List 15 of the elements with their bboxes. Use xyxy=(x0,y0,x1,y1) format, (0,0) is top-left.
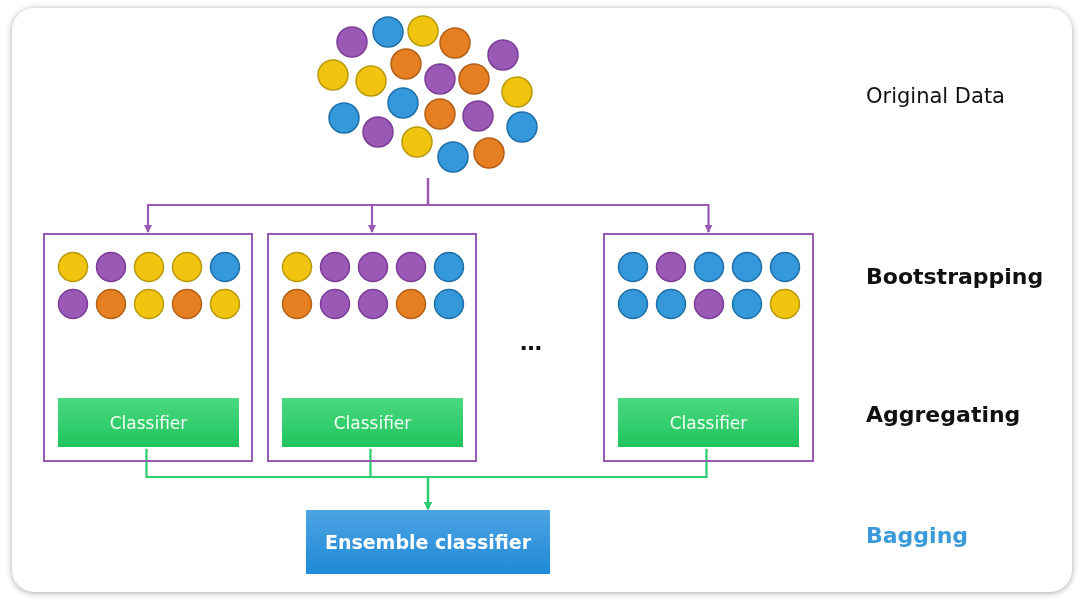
classifier-box: Classifier xyxy=(282,398,463,447)
row-label: Original Data xyxy=(866,84,1005,108)
ensemble-box: Ensemble classifier xyxy=(306,510,550,574)
bootstrap-sample-frame xyxy=(267,233,477,462)
row-label: Bagging xyxy=(866,523,969,548)
row-label: Bootstrapping xyxy=(866,264,1044,289)
arrow xyxy=(426,178,713,233)
classifier-box: Classifier xyxy=(618,398,799,447)
classifier-box: Classifier xyxy=(58,398,239,447)
bootstrap-sample-frame xyxy=(43,233,253,462)
ellipsis-text: … xyxy=(520,330,546,355)
data-points-drawing xyxy=(316,12,540,174)
row-label: Aggregating xyxy=(866,402,1021,427)
arrow xyxy=(424,449,708,510)
bootstrap-sample-frame xyxy=(603,233,814,462)
